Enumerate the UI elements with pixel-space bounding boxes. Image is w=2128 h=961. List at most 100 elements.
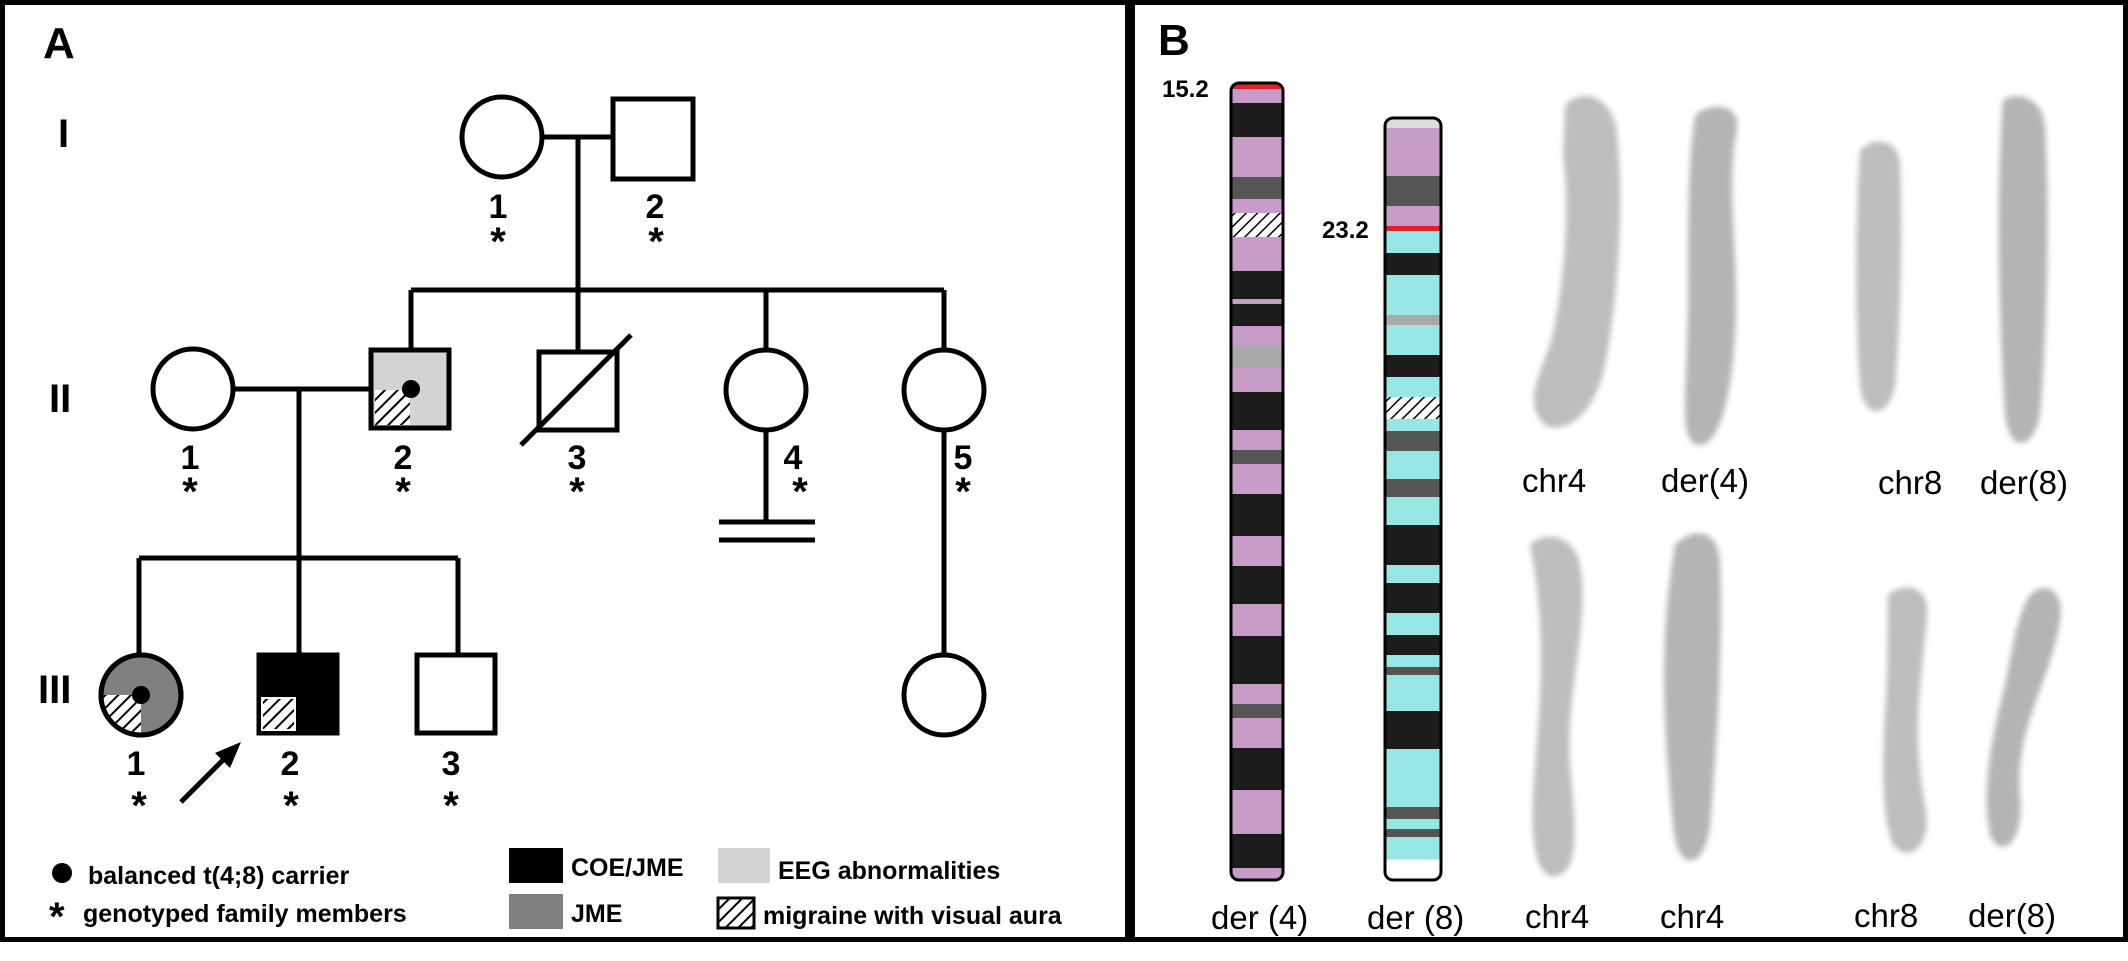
der8-bands-band-29: [1385, 819, 1441, 830]
ideogram-label-der8: der (8): [1367, 899, 1464, 936]
der8-bands-band-23: [1385, 655, 1441, 668]
ideogram-label-der4: der (4): [1211, 899, 1308, 936]
breakpoint-label-15-2: 15.2: [1162, 76, 1209, 103]
individual-i2-male: [610, 96, 696, 182]
der8-bands-band-26: [1385, 711, 1441, 750]
individual-ii5-child-female: [901, 652, 987, 738]
legend-genotyped-icon: *: [49, 895, 65, 939]
der8-bands-band-30: [1385, 829, 1441, 838]
label-iii2: 2: [281, 745, 300, 783]
der8-bands-band-10: [1385, 355, 1441, 378]
legend-coe-jme-swatch: [509, 848, 563, 883]
label-ii2: 2: [394, 439, 413, 477]
panel-label-b: B: [1158, 16, 1190, 65]
der8-bands-band-9: [1385, 325, 1441, 356]
legend: balanced t(4;8) carrier * genotyped fami…: [49, 848, 1063, 939]
der8-bands-band-19: [1385, 565, 1441, 584]
migraine-quadrant-ii2: [375, 390, 410, 425]
genotyped-mark-ii4: *: [792, 470, 808, 514]
der4-bands-band-10: [1231, 304, 1283, 327]
karyotype-label-chr4-top: chr4: [1522, 462, 1586, 499]
der4-bands-band-7: [1231, 237, 1283, 272]
der4-bands-band-1: [1231, 89, 1283, 104]
der8-bands-band-17: [1385, 497, 1441, 526]
chromosome-der8-bottom: [1986, 588, 2061, 847]
label-ii5: 5: [954, 439, 973, 477]
der8-bands-band-3: [1385, 206, 1441, 227]
der4-bands-band-18: [1231, 494, 1283, 537]
panel-b-chromosomes: B 15.2 23.2 der (4) der (8) chr4 der(4) …: [1130, 0, 2128, 942]
label-ii1: 1: [181, 439, 200, 477]
der4-bands-band-28: [1231, 834, 1283, 869]
panel-a-pedigree: A I II III: [0, 0, 1130, 942]
genotyped-mark-iii3: *: [443, 784, 459, 828]
carrier-dot-iii1: [132, 686, 150, 704]
genotyped-mark-ii5: *: [955, 470, 971, 514]
der8-bands-band-24: [1385, 667, 1441, 676]
der4-bands-band-29: [1231, 868, 1283, 880]
der4-bands-band-22: [1231, 636, 1283, 685]
breakpoint-label-23-2: 23.2: [1322, 217, 1369, 244]
der4-bands-band-2: [1231, 103, 1283, 138]
der8-bands-band-20: [1385, 583, 1441, 614]
genotyped-mark-i1: *: [490, 220, 506, 264]
der4-bands-band-3: [1231, 137, 1283, 178]
der8-bands-band-0: [1385, 118, 1441, 129]
der8-bands-band-2: [1385, 176, 1441, 207]
der8-bands-band-7: [1385, 275, 1441, 316]
generation-label-i: I: [58, 112, 69, 156]
ideogram-der4: [1231, 83, 1283, 880]
der8-bands-band-11: [1385, 377, 1441, 398]
legend-eeg-swatch: [718, 848, 770, 883]
der8-bands-band-1: [1385, 128, 1441, 177]
migraine-quadrant-iii2: [261, 697, 296, 731]
panel-label-a: A: [43, 19, 75, 68]
der8-bands-band-12: [1385, 397, 1441, 420]
der8-bands-band-14: [1385, 431, 1441, 452]
ideogram-der8-outline: [1383, 116, 1443, 882]
genotyped-mark-i2: *: [648, 220, 664, 264]
label-i1: 1: [489, 188, 508, 226]
individual-i1-female: [459, 94, 545, 180]
karyotype-label-chr4-bottom-right: chr4: [1660, 898, 1724, 935]
der4-bands-band-24: [1231, 704, 1283, 719]
der8-bands-band-18: [1385, 525, 1441, 566]
legend-coe-jme-label: COE/JME: [571, 854, 684, 882]
der8-bands-band-16: [1385, 479, 1441, 498]
chromosome-chr4-bottom-right: [1664, 533, 1721, 861]
genotyped-mark-iii2: *: [283, 784, 299, 828]
label-iii1: 1: [127, 745, 146, 783]
der4-bands-band-8: [1231, 271, 1283, 300]
chromosome-der4-top: [1684, 106, 1738, 445]
der4-bands-band-21: [1231, 604, 1283, 637]
chromosome-chr4-top: [1533, 96, 1621, 428]
karyotype-images: [1530, 96, 2061, 877]
der4-bands-band-20: [1231, 566, 1283, 605]
legend-migraine-label: migraine with visual aura: [763, 902, 1063, 930]
generation-label-iii: III: [38, 668, 71, 712]
der8-bands-band-4: [1385, 226, 1441, 232]
outline-iii1: [98, 652, 184, 738]
karyotype-label-der8-top: der(8): [1980, 464, 2068, 501]
label-ii3: 3: [568, 439, 587, 477]
der4-bands-band-9: [1231, 299, 1283, 305]
label-i2: 2: [646, 188, 665, 226]
der4-bands-band-25: [1231, 718, 1283, 749]
der4-bands-band-19: [1231, 536, 1283, 567]
der4-bands-band-27: [1231, 790, 1283, 835]
der4-bands-band-17: [1231, 464, 1283, 495]
chromosome-chr4-bottom-left: [1530, 536, 1583, 877]
der8-bands-band-15: [1385, 451, 1441, 480]
deceased-slash-ii3: [519, 333, 633, 447]
der8-bands-band-25: [1385, 675, 1441, 712]
legend-jme-label: JME: [571, 900, 622, 928]
ideogram-der4-outline: [1229, 81, 1285, 882]
der8-bands-band-22: [1385, 635, 1441, 656]
chromosome-der8-top: [1998, 96, 2048, 444]
genotyped-mark-ii2: *: [395, 470, 411, 514]
ideogram-der8: [1385, 118, 1441, 860]
der4-bands-band-14: [1231, 392, 1283, 431]
der4-bands-band-5: [1231, 199, 1283, 214]
der4-bands-band-15: [1231, 430, 1283, 451]
individual-ii1-female: [150, 346, 236, 432]
